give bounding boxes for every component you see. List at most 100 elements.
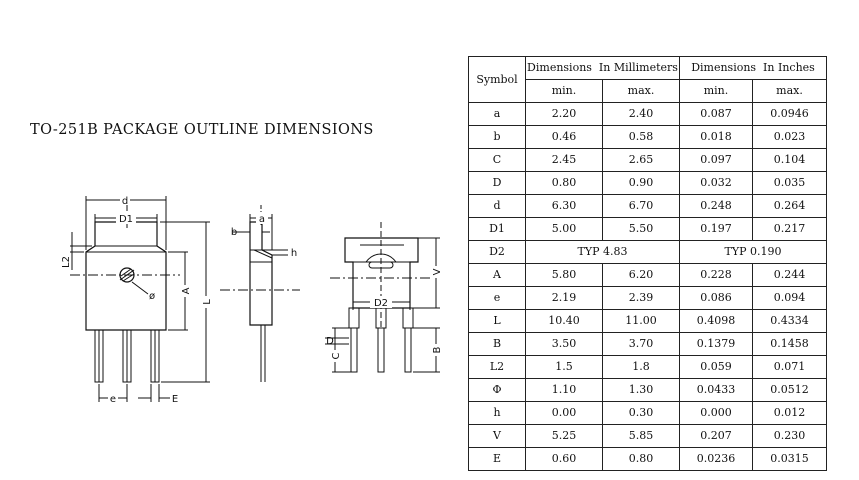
cell-symbol: E — [468, 447, 526, 471]
cell-in-min: 0.018 — [679, 125, 753, 149]
cell-mm-min: 0.00 — [525, 401, 603, 425]
cell-in-max: 0.0315 — [751, 447, 828, 471]
cell-mm-min: 5.00 — [525, 217, 603, 241]
cell-in-min: 0.228 — [679, 263, 753, 287]
cell-in-min: 0.197 — [679, 217, 753, 241]
cell-mm-max: 0.80 — [602, 447, 680, 471]
cell-in-max: 0.104 — [751, 148, 828, 172]
cell-mm-min: 2.45 — [525, 148, 603, 172]
header-in-max: max. — [751, 79, 828, 103]
cell-symbol: L — [468, 309, 526, 333]
cell-in-min: 0.059 — [679, 355, 753, 379]
cell-mm-max: 0.58 — [602, 125, 680, 149]
cell-mm-max: 2.40 — [602, 102, 680, 126]
cell-mm-max: 0.30 — [602, 401, 680, 425]
cell-in-min: 0.4098 — [679, 309, 753, 333]
cell-symbol: A — [468, 263, 526, 287]
cell-symbol: b — [468, 125, 526, 149]
cell-symbol: Φ — [468, 378, 526, 402]
cell-mm-min: 1.5 — [525, 355, 603, 379]
dimensions-table: Symbol Dimensions In Millimeters Dimensi… — [468, 56, 828, 471]
cell-in-max: 0.0946 — [751, 102, 828, 126]
header-mm-min: min. — [525, 79, 603, 103]
cell-symbol: h — [468, 401, 526, 425]
cell-symbol: D2 — [468, 240, 526, 264]
cell-mm-typ: TYP 4.83 — [525, 240, 680, 264]
label-V: V — [432, 268, 443, 275]
header-inches: Dimensions In Inches — [678, 56, 828, 80]
dimension-labels: d D1 L2 A L ø e E a b h V D2 D C B — [61, 193, 443, 405]
cell-in-max: 0.094 — [751, 286, 828, 310]
label-A: A — [181, 287, 192, 294]
cell-symbol: V — [468, 424, 526, 448]
cell-symbol: L2 — [468, 355, 526, 379]
cell-symbol: D1 — [468, 217, 526, 241]
cell-mm-max: 6.70 — [602, 194, 680, 218]
label-b: b — [231, 227, 237, 238]
cell-mm-max: 6.20 — [602, 263, 680, 287]
cell-mm-max: 0.90 — [602, 171, 680, 195]
cell-symbol: d — [468, 194, 526, 218]
cell-in-min: 0.032 — [679, 171, 753, 195]
cell-in-min: 0.0236 — [679, 447, 753, 471]
cell-in-max: 0.0512 — [751, 378, 828, 402]
cell-mm-min: 2.20 — [525, 102, 603, 126]
label-D2: D2 — [374, 298, 388, 309]
label-a: a — [259, 214, 265, 225]
cell-in-min: 0.1379 — [679, 332, 753, 356]
label-D1: D1 — [119, 214, 133, 225]
cell-mm-max: 2.65 — [602, 148, 680, 172]
cell-mm-max: 11.00 — [602, 309, 680, 333]
cell-in-max: 0.264 — [751, 194, 828, 218]
cell-symbol: a — [468, 102, 526, 126]
cell-in-max: 0.023 — [751, 125, 828, 149]
cell-mm-min: 10.40 — [525, 309, 603, 333]
header-mm-max: max. — [602, 79, 680, 103]
cell-mm-min: 2.19 — [525, 286, 603, 310]
cell-in-min: 0.097 — [679, 148, 753, 172]
cell-in-max: 0.071 — [751, 355, 828, 379]
label-C: C — [331, 352, 342, 359]
cell-in-max: 0.1458 — [751, 332, 828, 356]
cell-mm-min: 1.10 — [525, 378, 603, 402]
cell-mm-min: 5.25 — [525, 424, 603, 448]
header-symbol: Symbol — [468, 56, 526, 103]
page-title: TO-251B PACKAGE OUTLINE DIMENSIONS — [30, 122, 374, 138]
cell-in-min: 0.0433 — [679, 378, 753, 402]
label-h: h — [291, 248, 297, 259]
cell-in-max: 0.244 — [751, 263, 828, 287]
cell-mm-max: 5.50 — [602, 217, 680, 241]
cell-in-min: 0.087 — [679, 102, 753, 126]
front-view — [70, 196, 210, 402]
cell-mm-max: 3.70 — [602, 332, 680, 356]
cell-symbol: B — [468, 332, 526, 356]
cell-in-min: 0.207 — [679, 424, 753, 448]
label-e: e — [110, 394, 116, 405]
table-header-row: Symbol Dimensions In Millimeters Dimensi… — [468, 56, 828, 103]
cell-mm-max: 5.85 — [602, 424, 680, 448]
cell-mm-min: 3.50 — [525, 332, 603, 356]
cell-symbol: e — [468, 286, 526, 310]
cell-in-min: 0.086 — [679, 286, 753, 310]
label-L: L — [202, 299, 213, 305]
cell-in-typ: TYP 0.190 — [678, 240, 828, 264]
cell-in-max: 0.035 — [751, 171, 828, 195]
cell-mm-min: 0.60 — [525, 447, 603, 471]
cell-mm-min: 6.30 — [525, 194, 603, 218]
label-E: E — [172, 394, 178, 405]
label-d: d — [122, 196, 128, 207]
